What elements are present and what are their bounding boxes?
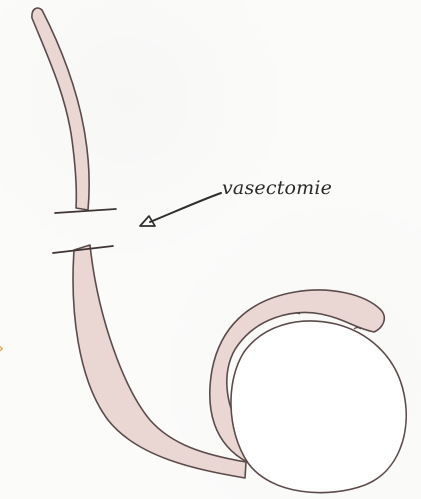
label-pointer-arrow xyxy=(150,193,221,222)
testis-outline xyxy=(231,321,406,493)
diagram-label: vasectomie xyxy=(222,177,332,199)
upper-vas-deferens xyxy=(32,8,89,210)
detail-mark-1 xyxy=(292,313,300,314)
label-pointer-arrowhead xyxy=(140,216,155,226)
detail-mark-2 xyxy=(354,328,361,330)
